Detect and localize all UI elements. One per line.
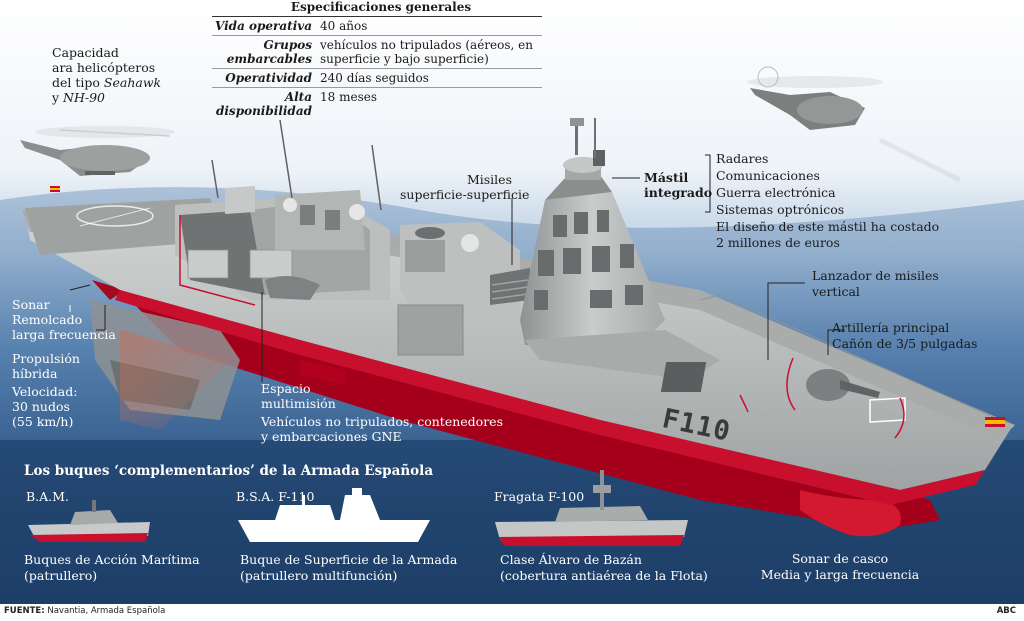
- spec-value: 240 días seguidos: [320, 71, 429, 85]
- callout-line: Media y larga frecuencia: [760, 567, 920, 582]
- spec-row: Grupos embarcables vehículos no tripulad…: [212, 36, 542, 69]
- helicopter-right-icon: [747, 66, 962, 183]
- callout-line: híbrida: [12, 366, 58, 381]
- spec-label: Grupos embarcables: [212, 38, 320, 66]
- spec-row: Alta disponibilidad 18 meses: [212, 88, 542, 120]
- callout-mastil: Mástil integrado: [644, 170, 712, 200]
- note-prefix: y: [52, 90, 64, 105]
- callout-line: Mástil: [644, 170, 689, 185]
- callout-line: Remolcado: [12, 312, 83, 327]
- note-line: Capacidad: [52, 45, 119, 60]
- footer-strip: [0, 604, 1024, 621]
- ship-f100-icon: [495, 470, 688, 546]
- credit: ABC: [996, 606, 1016, 616]
- mastil-item: Guerra electrónica: [716, 185, 836, 200]
- spec-value: 18 meses: [320, 90, 377, 104]
- callout-line: Artillería principal: [832, 320, 950, 335]
- callout-line: larga frecuencia: [12, 327, 116, 342]
- callout-line: Misiles: [466, 172, 512, 187]
- callout-line: multimisión: [261, 396, 336, 411]
- note-line: del tipo Seahawk: [52, 75, 161, 90]
- callout-line: Propulsión: [12, 351, 80, 366]
- callout-line: Vehículos no tripulados, contenedores: [261, 414, 503, 429]
- ship-name-f100: Fragata F-100: [494, 489, 585, 504]
- callout-espacio-multimision: Espacio multimisión Vehículos no tripula…: [261, 381, 503, 444]
- desc-line: (cobertura antiaérea de la Flota): [500, 568, 708, 583]
- callout-line: 30 nudos: [12, 399, 70, 414]
- callout-line: (55 km/h): [12, 414, 74, 429]
- callout-line: Cañón de 3/5 pulgadas: [832, 336, 978, 351]
- ship-name-f110: B.S.A. F-110: [236, 489, 315, 504]
- spec-value: 40 años: [320, 19, 368, 33]
- callout-line: superficie-superficie: [400, 187, 530, 202]
- mastil-item: Comunicaciones: [716, 168, 820, 183]
- ship-desc-f110: Buque de Superficie de la Armada (patrul…: [240, 552, 457, 584]
- callout-line: Sonar: [12, 297, 50, 312]
- source-note: FUENTE: Navantia, Armada Española: [4, 606, 165, 616]
- callout-artilleria: Artillería principal Cañón de 3/5 pulgad…: [832, 320, 977, 352]
- callout-velocidad: Velocidad: 30 nudos (55 km/h): [12, 384, 77, 429]
- source-text: Navantia, Armada Española: [44, 606, 166, 616]
- spec-table: Especificaciones generales Vida operativ…: [212, 0, 542, 120]
- desc-line: Buques de Acción Marítima: [24, 552, 200, 567]
- complementary-heading: Los buques ‘complementarios’ de la Armad…: [24, 463, 434, 479]
- spec-row: Operatividad 240 días seguidos: [212, 69, 542, 88]
- spec-label: Operatividad: [225, 71, 312, 85]
- ship-desc-bam: Buques de Acción Marítima (patrullero): [24, 552, 200, 584]
- callout-mastil-cost: El diseño de este mástil ha costado 2 mi…: [716, 219, 939, 251]
- mastil-item: Radares: [716, 151, 769, 166]
- note-italic: Seahawk: [103, 75, 162, 90]
- note-prefix: del tipo: [52, 75, 104, 90]
- callout-line: El diseño de este mástil ha costado: [716, 219, 940, 234]
- ship-f110-icon: [238, 488, 430, 542]
- spec-label-text: Grupos embarcables: [226, 38, 312, 66]
- spec-value-text: vehículos no tripulados (aéreos, en supe…: [320, 38, 533, 66]
- spec-table-title: Especificaciones generales: [212, 0, 542, 17]
- desc-line: Clase Álvaro de Bazán: [500, 552, 642, 567]
- note-line: y NH-90: [52, 90, 161, 105]
- desc-line: Buque de Superficie de la Armada: [240, 552, 458, 567]
- mastil-item: Sistemas optrónicos: [716, 202, 845, 217]
- spec-value: vehículos no tripulados (aéreos, en supe…: [320, 38, 542, 66]
- source-label: FUENTE:: [4, 606, 45, 616]
- callout-line: Sonar de casco: [791, 551, 889, 566]
- desc-line: (patrullero multifunción): [240, 568, 398, 583]
- spec-label: Vida operativa: [215, 19, 312, 33]
- callout-line: vertical: [812, 284, 860, 299]
- note-italic: NH-90: [63, 90, 106, 105]
- callout-line: Espacio: [261, 381, 311, 396]
- ship-desc-f100: Clase Álvaro de Bazán (cobertura antiaér…: [500, 552, 708, 584]
- callout-lanzador: Lanzador de misiles vertical: [812, 268, 939, 300]
- desc-line: (patrullero): [24, 568, 98, 583]
- callout-line: Velocidad:: [12, 384, 78, 399]
- note-line: ara helicópteros: [52, 60, 156, 75]
- callout-propulsion: Propulsión híbrida: [12, 351, 80, 381]
- callout-misiles-ss: Misiles superficie-superficie: [400, 172, 530, 202]
- helicopter-left-icon: [20, 126, 175, 176]
- ship-name-bam: B.A.M.: [26, 489, 69, 504]
- callout-line: integrado: [644, 185, 713, 200]
- callout-line: 2 millones de euros: [716, 235, 840, 250]
- spec-row: Vida operativa 40 años: [212, 17, 542, 36]
- helicopter-capacity-note: Capacidad ara helicópteros del tipo Seah…: [52, 45, 161, 105]
- ship-bam-icon: [28, 500, 150, 542]
- callout-sonar-casco: Sonar de casco Media y larga frecuencia: [760, 551, 920, 583]
- spec-label: Alta disponibilidad: [215, 90, 312, 118]
- callout-line: Lanzador de misiles: [812, 268, 939, 283]
- callout-mastil-items: Radares Comunicaciones Guerra electrónic…: [716, 150, 844, 218]
- callout-line: y embarcaciones GNE: [261, 429, 402, 444]
- callout-sonar-remolcado: Sonar Remolcado larga frecuencia: [12, 297, 116, 342]
